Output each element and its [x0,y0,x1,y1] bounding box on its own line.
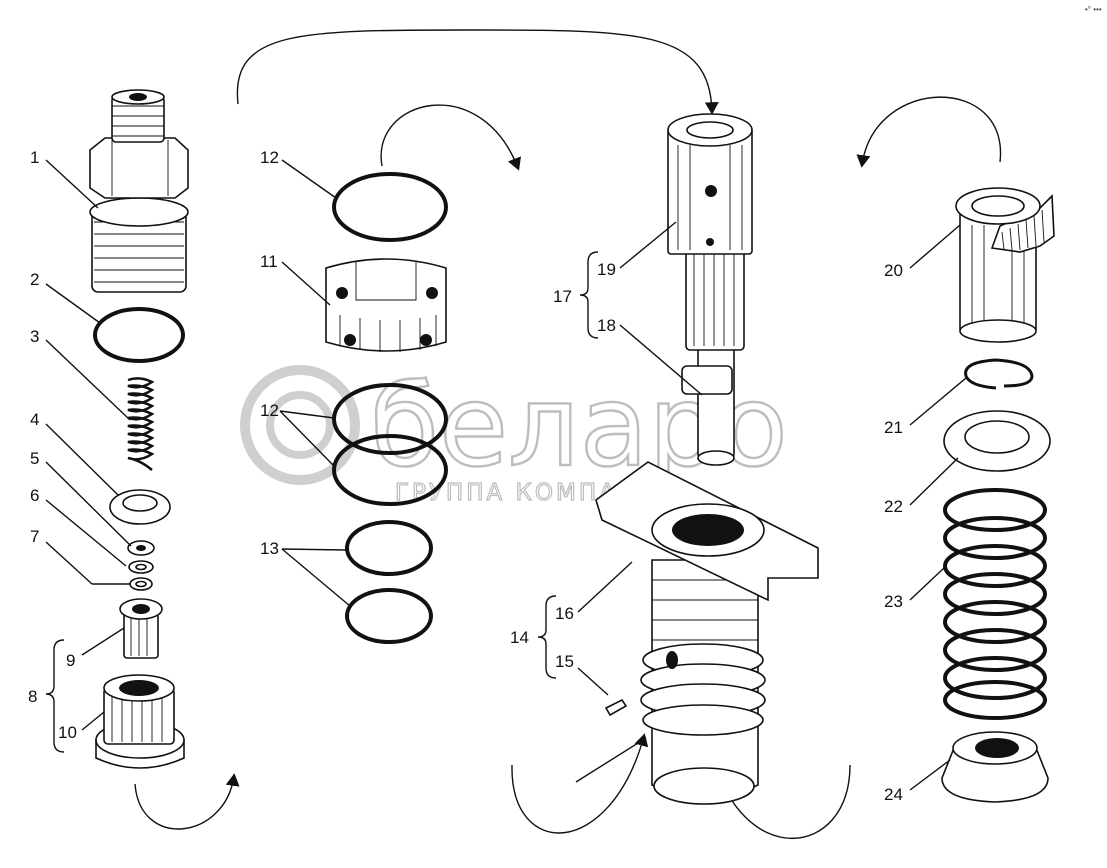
curved-arrow-icon [134,773,240,830]
callout-14: 14 [510,628,529,647]
callout-1: 1 [30,148,39,167]
part-10-valve-seat [95,674,185,769]
callout-16: 16 [555,604,574,623]
callout-9: 9 [66,651,75,670]
curved-arrow-icon [856,96,1002,168]
leader-lines [45,159,967,791]
callout-labels: 1 2 3 4 5 6 7 8 9 10 11 12 12 13 14 15 1… [28,148,903,804]
part-13-ring [345,588,433,644]
callout-15: 15 [555,652,574,671]
part-6-small-ring [128,560,154,574]
callout-8: 8 [28,687,37,706]
curved-arrow-icon [511,733,649,834]
part-13-ring [345,520,433,576]
callout-12-top: 12 [260,148,279,167]
callout-20: 20 [884,261,903,280]
part-3-spring [126,377,155,473]
part-2-o-ring [93,307,185,363]
part-19-plunger [667,113,753,466]
corner-mark: •° ••• [1085,5,1102,14]
part-23-plunger-spring [943,488,1047,720]
part-5-small-ring [127,540,155,556]
callout-11: 11 [260,252,278,271]
callout-3: 3 [30,327,39,346]
callout-6: 6 [30,486,39,505]
callout-24: 24 [884,785,903,804]
callout-21: 21 [884,418,903,437]
callout-23: 23 [884,592,903,611]
callout-10: 10 [58,723,77,742]
part-11-sleeve [325,258,447,352]
part-15-pin [604,698,628,717]
part-20-control-sleeve [955,187,1055,343]
part-7-small-ring [129,577,153,591]
callout-12: 12 [260,401,279,420]
part-12-ring-top [332,172,448,242]
callout-13: 13 [260,539,279,558]
part-4-washer [109,489,171,525]
part-24-spring-seat [941,731,1049,803]
part-22-spring-plate [943,410,1051,472]
callout-4: 4 [30,410,39,429]
brace-icon [45,639,65,753]
part-12-ring [332,434,448,506]
callout-19: 19 [597,260,616,279]
callout-2: 2 [30,270,39,289]
callout-5: 5 [30,449,39,468]
callout-7: 7 [30,527,39,546]
callout-22: 22 [884,497,903,516]
part-21-circlip [964,358,1034,390]
brace-icon [537,595,557,679]
curved-arrow-icon [380,104,521,171]
curved-arrow-icon [236,29,719,115]
callout-18: 18 [597,316,616,335]
part-1-delivery-valve-holder [89,89,189,293]
part-9-valve [119,598,163,659]
callout-17: 17 [553,287,572,306]
brace-icon [579,251,599,339]
part-16-barrel [595,461,819,805]
part-12-ring [332,383,448,455]
